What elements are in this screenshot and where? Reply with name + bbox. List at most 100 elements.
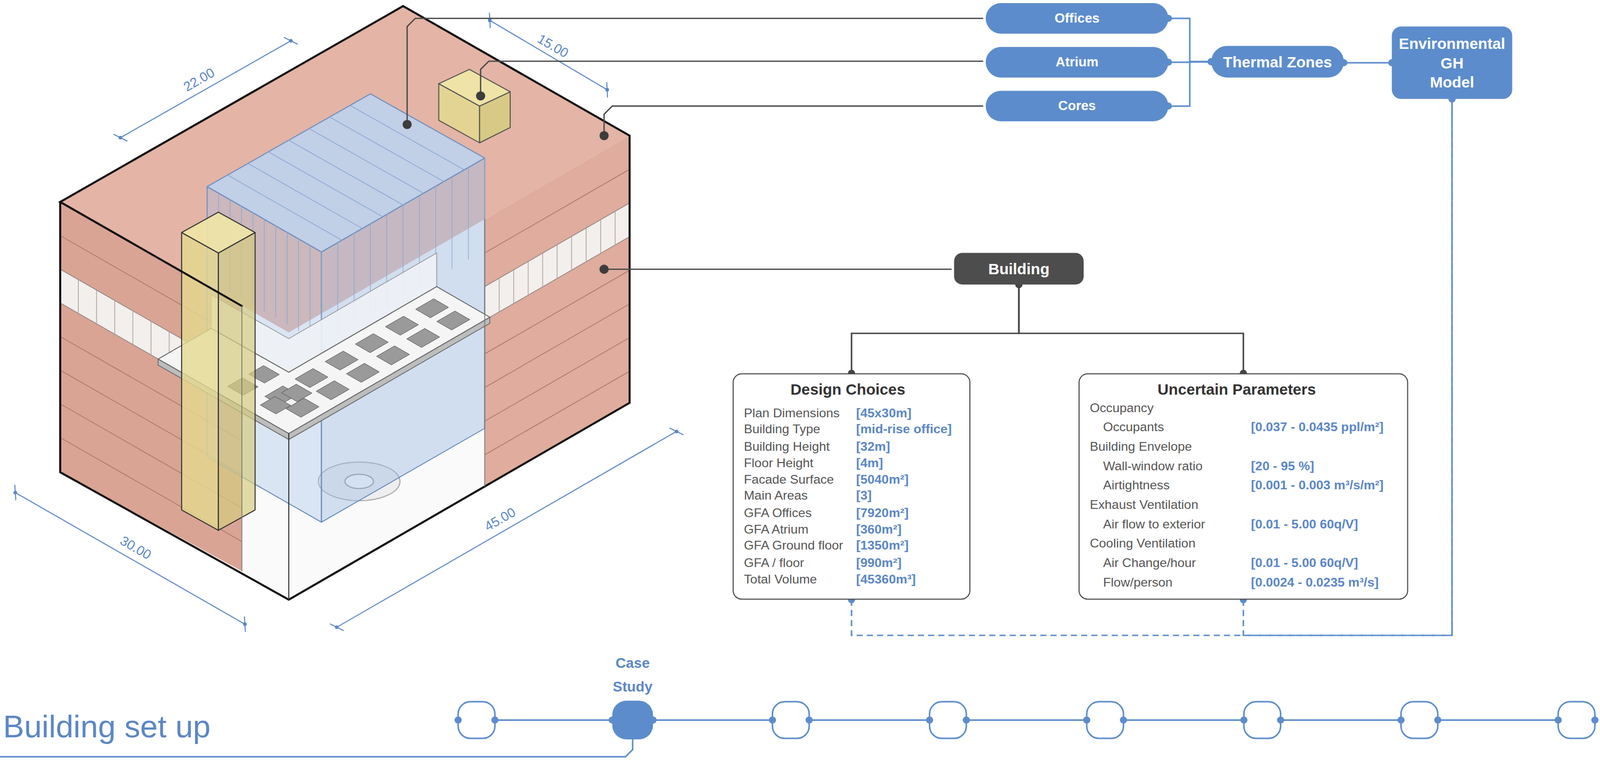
window-mullion xyxy=(78,280,79,314)
timeline-line xyxy=(494,719,613,722)
building-outline xyxy=(60,201,485,600)
page-title: Building set up xyxy=(3,711,211,745)
group-label: Occupancy xyxy=(1089,398,1384,419)
timeline-dot xyxy=(1591,716,1599,724)
timeline-dot xyxy=(1397,716,1405,724)
atrium-mullion xyxy=(286,232,288,325)
parameter-name: GFA Offices xyxy=(743,505,857,522)
model-box: Environmental GH Model xyxy=(1392,26,1513,100)
desk xyxy=(415,299,449,319)
node-label: Environmental GH Model xyxy=(1394,33,1511,92)
dimension-tick xyxy=(329,624,344,632)
dimension-label: 22.00 xyxy=(180,64,218,95)
window-mullion xyxy=(132,310,133,345)
parameter-table: Uncertain ParametersOccupancyOccupants[0… xyxy=(1078,373,1408,600)
atrium-mullion xyxy=(467,167,469,259)
parameter-value: [5040m²] xyxy=(856,471,952,489)
group-label: Cooling Ventilation xyxy=(1089,534,1384,555)
core-shaft xyxy=(218,232,255,531)
dimension-end xyxy=(335,625,339,630)
parameter-name: GFA Atrium xyxy=(743,521,857,538)
timeline-dot xyxy=(1240,716,1248,724)
dimension-tick xyxy=(669,428,684,436)
parameter-name: Occupants xyxy=(1089,418,1251,439)
dimension-end xyxy=(118,135,123,140)
dimension-end xyxy=(13,491,17,495)
timeline-line xyxy=(1123,719,1244,722)
parameter-name: Facade Surface xyxy=(743,471,857,489)
parameter-value: [0.01 - 5.00 60q/V] xyxy=(1250,515,1384,535)
atrium-mullion xyxy=(268,151,383,217)
building-edge xyxy=(288,433,290,600)
leader-dot xyxy=(402,119,412,130)
window-mullion xyxy=(600,219,601,254)
timeline-dot xyxy=(1554,716,1562,724)
parameter-value: [990m²] xyxy=(856,554,952,572)
leader-line xyxy=(480,61,983,96)
timeline-step xyxy=(1243,702,1281,739)
dimension-label: 45.00 xyxy=(481,504,519,535)
front-facade xyxy=(484,135,630,488)
atrium-mullion xyxy=(309,128,424,194)
connector xyxy=(1343,61,1392,64)
table-heading: Uncertain Parameters xyxy=(1089,380,1384,399)
timeline-line xyxy=(809,719,930,722)
timeline-line xyxy=(653,719,773,722)
window-mullion xyxy=(614,211,616,246)
parameter-value: [mid-rise office] xyxy=(856,421,952,439)
parameter-name: Floor Height xyxy=(743,455,857,472)
desk xyxy=(355,333,389,353)
parameter-value: [0.01 - 5.00 60q/V] xyxy=(1250,553,1384,574)
timeline-dot xyxy=(1119,716,1127,724)
zone-pill: Thermal Zones xyxy=(1211,45,1345,78)
parameter-value: [20 - 95 %] xyxy=(1250,457,1384,477)
parameter-name: Air flow to exterior xyxy=(1089,515,1251,535)
window-mullion xyxy=(557,245,558,279)
window-mullion xyxy=(527,261,529,295)
timeline-dot xyxy=(454,716,462,724)
glazing-band xyxy=(484,202,630,321)
dimension-line xyxy=(336,431,677,628)
timeline-step xyxy=(1558,702,1595,739)
parameter-value: [0.037 - 0.0435 ppl/m²] xyxy=(1250,418,1384,439)
timeline-line xyxy=(1437,719,1559,722)
parameter-value: [32m] xyxy=(856,438,952,456)
timeline-line xyxy=(966,719,1087,722)
desk xyxy=(346,363,380,383)
timeline-dot xyxy=(926,716,934,724)
building-edge xyxy=(241,306,243,572)
window-mullion xyxy=(513,269,514,304)
dimension-label: 30.00 xyxy=(117,532,154,563)
timeline-step xyxy=(1086,702,1124,739)
zone-pill: Atrium xyxy=(985,46,1169,78)
atrium-mullion xyxy=(329,116,444,182)
dimension-end xyxy=(674,429,679,434)
node-label: Offices xyxy=(1054,10,1100,27)
timeline-dot xyxy=(1277,716,1285,724)
core-shaft xyxy=(181,212,256,253)
dimension-tick xyxy=(284,37,298,45)
dimension-end xyxy=(605,88,610,92)
building-outline xyxy=(60,6,630,488)
parameter-name: Total Volume xyxy=(743,571,857,588)
desk xyxy=(376,345,410,365)
window-mullion xyxy=(498,278,500,312)
window-mullion xyxy=(542,253,543,287)
timeline-step xyxy=(772,702,809,739)
node-label: Thermal Zones xyxy=(1223,52,1333,72)
window-mullion xyxy=(585,228,587,262)
atrium-mullion xyxy=(298,238,299,331)
leader-line xyxy=(407,18,983,125)
desk xyxy=(281,384,312,403)
node-label: Atrium xyxy=(1055,54,1099,71)
timeline-dot xyxy=(1083,716,1091,724)
group-label: Building Envelope xyxy=(1089,437,1384,458)
parameter-name: Air Change/hour xyxy=(1089,553,1251,574)
building-box: Building xyxy=(953,253,1084,285)
desk xyxy=(286,398,320,418)
parameter-value: [4m] xyxy=(856,455,952,472)
window-mullion xyxy=(571,236,572,270)
parameter-table: Design ChoicesPlan Dimensions[45x30m]Bui… xyxy=(732,373,971,600)
parameter-name: Building Type xyxy=(743,421,857,439)
